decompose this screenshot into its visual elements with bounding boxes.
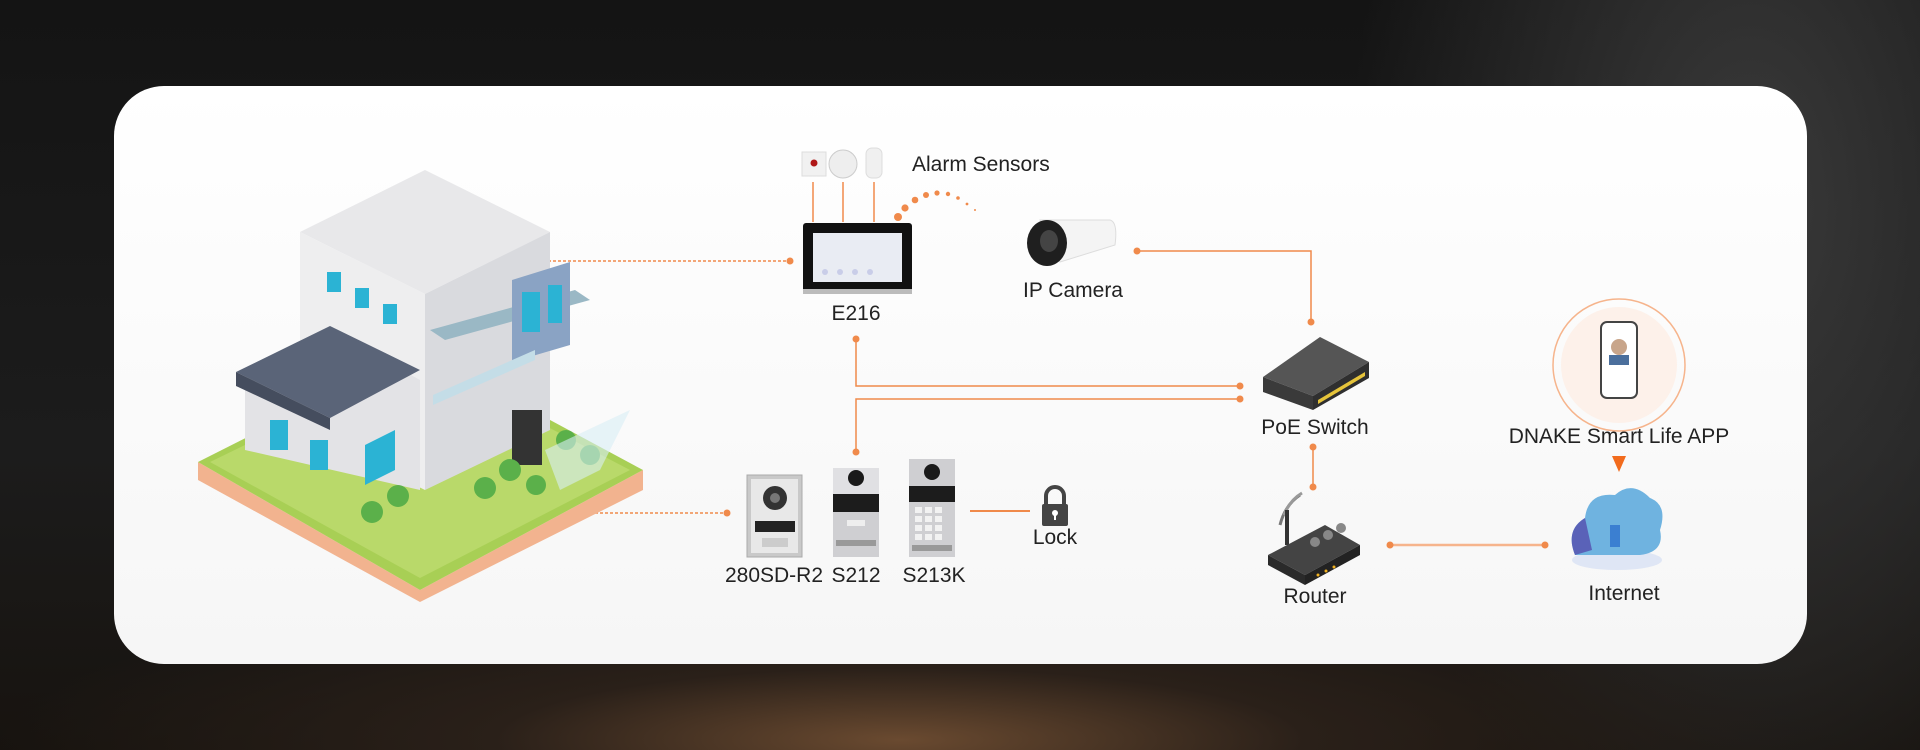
e216-switch-link — [855, 339, 1240, 387]
internet-label: Internet — [1588, 582, 1659, 605]
connector-dots — [532, 247, 1549, 549]
lock-icon — [1044, 485, 1066, 505]
lock-label: Lock — [1033, 526, 1078, 549]
arrow-down-icon — [1612, 456, 1626, 472]
door-station-s213k: S213K — [902, 459, 966, 587]
internet-cloud: Internet — [1571, 488, 1663, 605]
app-label: DNAKE Smart Life APP — [1509, 425, 1730, 448]
wireless-arc — [894, 190, 976, 221]
emergency-button-icon — [801, 151, 827, 177]
panel-s213k-label: S213K — [902, 564, 965, 587]
smoke-detector-icon — [828, 149, 858, 179]
house-illustration — [198, 170, 643, 602]
router-label: Router — [1283, 585, 1346, 608]
camera-switch-link — [1137, 250, 1312, 320]
door-station-s212: S212 — [831, 468, 881, 587]
ip-camera: IP Camera — [1023, 219, 1123, 302]
alarm-sensors: Alarm Sensors — [801, 147, 1050, 179]
ip-camera-label: IP Camera — [1023, 279, 1123, 302]
lock: Lock — [1033, 485, 1078, 549]
poe-switch: PoE Switch — [1261, 337, 1369, 439]
alarm-sensors-label: Alarm Sensors — [912, 153, 1050, 176]
panel-280sd-label: 280SD-R2 — [725, 564, 823, 587]
e216-monitor: E216 — [803, 223, 912, 325]
smart-life-app: DNAKE Smart Life APP — [1509, 298, 1730, 472]
panel-s212-label: S212 — [831, 564, 880, 587]
e216-label: E216 — [831, 302, 880, 325]
door-station-280sd-r2: 280SD-R2 — [725, 474, 823, 587]
poe-switch-label: PoE Switch — [1261, 416, 1368, 439]
connectors — [533, 182, 1545, 547]
switch-door-link — [855, 398, 1240, 452]
router: Router — [1268, 491, 1360, 608]
motion-sensor-icon — [865, 147, 883, 179]
